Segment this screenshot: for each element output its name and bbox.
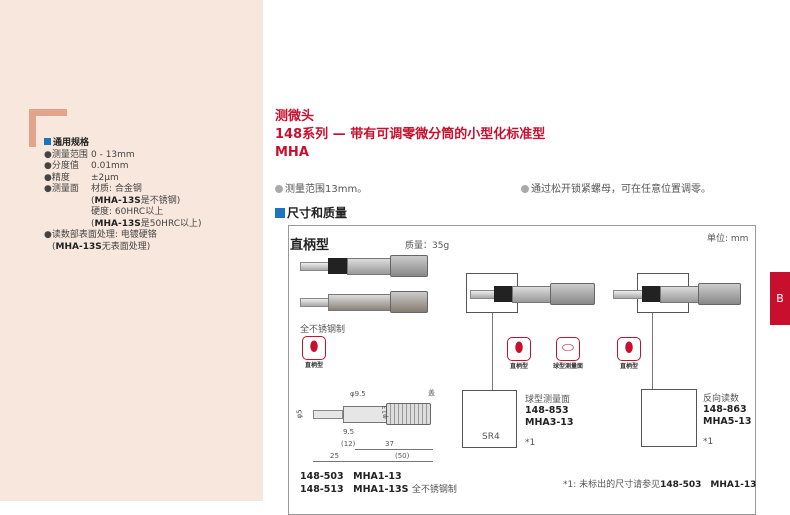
footnote-ref: *1 bbox=[525, 438, 536, 448]
ball-face-badge: ⬭ 球型测量面 bbox=[553, 337, 584, 370]
straight-shank-badge: ⬮ 直柄型 bbox=[617, 337, 641, 370]
dim-label: φ5 bbox=[295, 409, 304, 419]
left-panel bbox=[0, 0, 263, 501]
straight-shank-badge: ⬮ 直柄型 bbox=[507, 337, 531, 370]
spec-row: ●测量面 材质: 合金钢 bbox=[44, 184, 202, 196]
leader-line bbox=[652, 313, 653, 390]
model-code: MHA-13S bbox=[94, 218, 141, 229]
footnote: *1: 未标出的尺寸请参见148-503 MHA1-13 bbox=[563, 477, 756, 490]
detail-frame bbox=[462, 390, 517, 448]
note-text: 是50HRC以上) bbox=[140, 218, 202, 229]
dimension-drawing bbox=[313, 403, 433, 425]
micrometer-head-image bbox=[613, 283, 741, 305]
icon-label: 直柄型 bbox=[509, 363, 528, 370]
spec-row: ●分度值 0.01mm bbox=[44, 161, 202, 173]
corner-decoration bbox=[29, 109, 36, 147]
dim-label: (12) bbox=[341, 440, 356, 448]
model-code: MHA-13S bbox=[94, 195, 141, 206]
straight-shank-icon: ⬮ bbox=[507, 337, 531, 361]
section-title: 尺寸和质量 bbox=[287, 206, 348, 220]
spec-note: (MHA-13S无表面处理) bbox=[52, 241, 151, 252]
model-name: MHA1-13 bbox=[353, 471, 402, 482]
model-code: 148-503 bbox=[300, 471, 344, 482]
note-text: 无表面处理) bbox=[101, 241, 151, 252]
specs-heading: 通用规格 bbox=[53, 138, 90, 148]
feature-text: 通过松开锁紧螺母，可在任意位置调零。 bbox=[531, 184, 711, 195]
straight-shank-badge: ⬮ 直柄型 bbox=[302, 336, 326, 369]
spec-finish: ●读数部表面处理: 电镀硬铬 bbox=[44, 230, 157, 240]
feature-text: 测量范围13mm。 bbox=[285, 184, 368, 195]
section-heading: 尺寸和质量 bbox=[275, 204, 347, 221]
model-note: 全不锈钢制 bbox=[411, 485, 457, 495]
spec-key: ●测量范围 bbox=[44, 149, 88, 160]
model-code: 148-853 bbox=[525, 405, 569, 416]
corner-decoration bbox=[29, 109, 67, 116]
unit-label: 单位: mm bbox=[707, 234, 749, 244]
dimension-line bbox=[355, 449, 433, 450]
spec-value: 0.01mm bbox=[91, 161, 129, 171]
spec-value: 材质: 合金钢 bbox=[91, 184, 142, 194]
spec-key: ●精度 bbox=[44, 172, 70, 183]
detail-frame bbox=[641, 389, 697, 447]
model-row: 148-503 MHA1-13 bbox=[300, 468, 402, 482]
spec-note: 硬度: 60HRC以上 bbox=[91, 207, 164, 217]
model-name: MHA5-13 bbox=[703, 416, 752, 427]
page-title: 测微头 148系列 — 带有可调零微分筒的小型化标准型 MHA bbox=[275, 108, 545, 162]
square-bullet-icon bbox=[275, 208, 285, 218]
feature: 测量范围13mm。 bbox=[275, 180, 367, 195]
dim-label: φ9.5 bbox=[350, 390, 366, 398]
title-line: 148系列 — 带有可调零微分筒的小型化标准型 bbox=[275, 127, 546, 142]
spec-value: ±2µm bbox=[91, 172, 119, 183]
bullet-icon bbox=[275, 185, 283, 193]
dim-label: φ13 bbox=[380, 405, 389, 419]
dimension-line bbox=[313, 461, 433, 462]
icon-label: 直柄型 bbox=[619, 363, 638, 370]
sr-label: SR4 bbox=[482, 432, 500, 442]
icon-label: 球型测量面 bbox=[553, 363, 584, 370]
dim-label: 9.5 bbox=[343, 428, 355, 436]
title-line: MHA bbox=[275, 145, 309, 160]
straight-shank-icon: ⬮ bbox=[302, 336, 326, 360]
model-name: MHA1-13S bbox=[353, 484, 409, 495]
model-code: MHA-13S bbox=[55, 241, 102, 252]
square-bullet-icon bbox=[44, 138, 51, 145]
title-line: 测微头 bbox=[275, 109, 315, 124]
spec-note: (MHA-13S是不锈钢) bbox=[91, 195, 181, 206]
straight-shank-icon: ⬮ bbox=[617, 337, 641, 361]
dim-label: 25 bbox=[330, 452, 339, 460]
footnote-ref: *1 bbox=[703, 437, 714, 447]
micrometer-head-image bbox=[470, 283, 598, 305]
footnote-text: *1: 未标出的尺寸请参见 bbox=[563, 480, 661, 490]
stainless-micrometer-image bbox=[300, 291, 428, 313]
bullet-icon bbox=[521, 185, 529, 193]
dim-label: (50) bbox=[395, 452, 410, 460]
model-code: 148-863 bbox=[703, 404, 747, 415]
spec-value: 0 - 13mm bbox=[91, 149, 135, 160]
spec-key: ●测量面 bbox=[44, 184, 79, 194]
note-text: 是不锈钢) bbox=[140, 195, 181, 206]
micrometer-head-image bbox=[300, 255, 428, 277]
section-tab-b[interactable]: B bbox=[770, 272, 790, 325]
dim-label: 37 bbox=[385, 440, 394, 448]
model-row: 148-513 MHA1-13S 全不锈钢制 bbox=[300, 481, 457, 495]
ball-face-icon: ⬭ bbox=[556, 337, 580, 361]
feature: 通过松开锁紧螺母，可在任意位置调零。 bbox=[521, 180, 711, 195]
variant-label: 反向读数 bbox=[703, 394, 740, 404]
spec-note: (MHA-13S是50HRC以上) bbox=[91, 218, 202, 229]
mass-label: 质量：35g bbox=[405, 241, 450, 251]
spec-row: ●精度 ±2µm bbox=[44, 173, 202, 185]
stainless-label: 全不锈钢制 bbox=[300, 325, 346, 335]
model-code: 148-513 bbox=[300, 484, 344, 495]
type-label: 直柄型 bbox=[290, 238, 330, 253]
spec-key: ●分度值 bbox=[44, 161, 79, 171]
variant-label: 球型测量面 bbox=[525, 395, 571, 405]
dim-label: 盖 bbox=[428, 389, 435, 397]
model-name: MHA3-13 bbox=[525, 417, 574, 428]
footnote-model: 148-503 MHA1-13 bbox=[660, 480, 757, 490]
icon-label: 直柄型 bbox=[304, 362, 323, 369]
leader-line bbox=[492, 313, 493, 390]
